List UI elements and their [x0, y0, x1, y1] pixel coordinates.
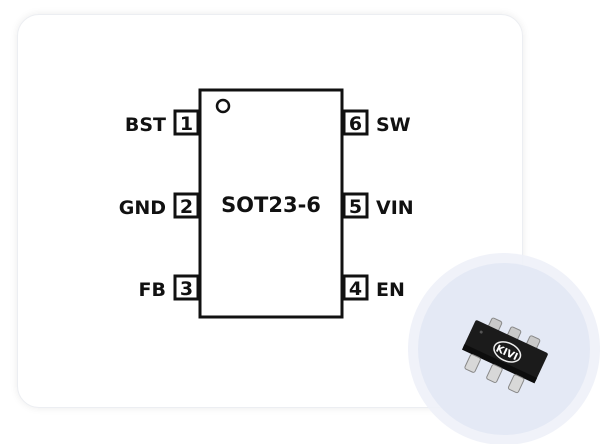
svg-text:4: 4 [349, 278, 362, 300]
pin-1: 1 BST [125, 109, 200, 136]
svg-text:GND: GND [119, 197, 166, 219]
svg-text:3: 3 [180, 278, 193, 300]
pin-2: 2 GND [119, 192, 200, 219]
svg-text:2: 2 [180, 196, 193, 218]
pin-6: 6 SW [342, 109, 411, 136]
svg-text:EN: EN [376, 279, 405, 301]
svg-text:SW: SW [376, 114, 411, 136]
pin1-marker-icon [215, 98, 231, 114]
chip-package-body [463, 320, 548, 382]
pin-4: 4 EN [342, 274, 405, 301]
svg-text:5: 5 [349, 196, 362, 218]
svg-text:BST: BST [125, 114, 166, 136]
svg-text:1: 1 [180, 113, 193, 135]
svg-text:6: 6 [349, 113, 362, 135]
svg-text:FB: FB [139, 279, 166, 301]
package-label: SOT23-6 [221, 193, 321, 217]
chip-photo: KIVI [408, 253, 600, 444]
pin-3: 3 FB [139, 274, 200, 301]
chip-body [198, 88, 344, 319]
pin-5: 5 VIN [342, 192, 414, 219]
svg-text:VIN: VIN [376, 197, 414, 219]
